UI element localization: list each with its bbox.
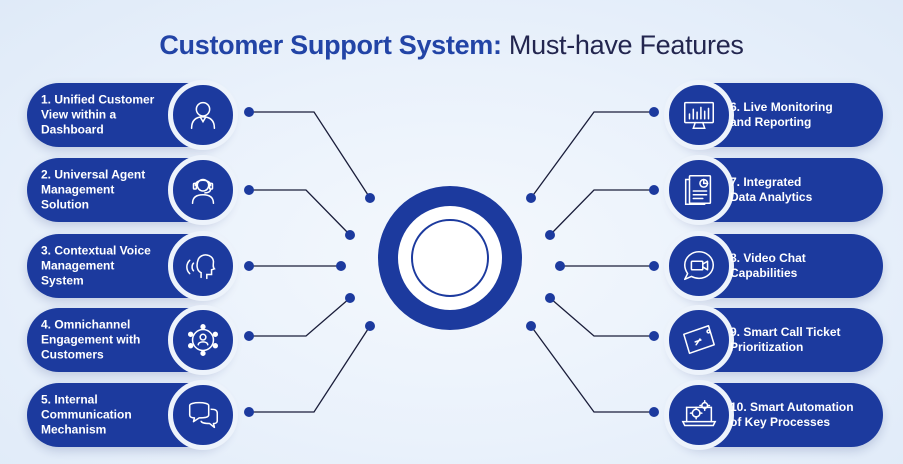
connector-dot <box>365 193 375 203</box>
feature-label-3: 3. Contextual Voice Management System <box>41 243 151 288</box>
connector-dot <box>244 185 254 195</box>
feature-card-8: 8. Video Chat Capabilities <box>664 231 883 301</box>
feature-card-1: 1. Unified Customer View within a Dashbo… <box>27 80 238 150</box>
connector-9 <box>549 297 654 337</box>
ticket-icon <box>664 305 734 375</box>
connector-dot <box>244 331 254 341</box>
analytics-report-icon <box>664 155 734 225</box>
headset-agent-icon <box>168 155 238 225</box>
feature-card-7: 7. Integrated Data Analytics <box>664 155 883 225</box>
connector-dot <box>545 293 555 303</box>
connector-5 <box>249 325 371 413</box>
connector-1 <box>249 111 371 199</box>
monitor-chart-icon <box>664 80 734 150</box>
title-strong: Customer Support System: <box>159 30 502 60</box>
voice-head-icon <box>168 231 238 301</box>
connector-dot <box>365 321 375 331</box>
connector-dot <box>345 293 355 303</box>
connector-dot <box>526 193 536 203</box>
feature-card-5: 5. Internal Communication Mechanism <box>27 380 238 450</box>
connector-dot <box>545 230 555 240</box>
connector-dot <box>345 230 355 240</box>
connector-dot <box>244 261 254 271</box>
feature-card-10: 10. Smart Automation of Key Processes <box>664 380 883 450</box>
connector-dot <box>649 331 659 341</box>
connector-7 <box>549 189 654 236</box>
feature-label-8: 8. Video Chat Capabilities <box>730 251 806 280</box>
connector-2 <box>249 189 351 236</box>
gear-laptop-icon <box>664 380 734 450</box>
connector-dot <box>649 407 659 417</box>
connector-10 <box>530 325 654 413</box>
connector-dot <box>336 261 346 271</box>
feature-label-10: 10. Smart Automation of Key Processes <box>730 400 854 429</box>
network-user-icon <box>168 305 238 375</box>
page-title: Customer Support System: Must-have Featu… <box>0 30 903 61</box>
feature-label-7: 7. Integrated Data Analytics <box>730 175 813 204</box>
connector-dot <box>649 185 659 195</box>
feature-label-9: 9. Smart Call Ticket Prioritization <box>730 325 841 354</box>
video-camera-icon <box>664 231 734 301</box>
connector-dot <box>244 407 254 417</box>
feature-card-3: 3. Contextual Voice Management System <box>27 231 238 301</box>
feature-label-6: 6. Live Monitoring and Reporting <box>730 100 833 129</box>
connector-6 <box>530 111 654 199</box>
user-profile-icon <box>168 80 238 150</box>
connector-dot <box>244 107 254 117</box>
hub-ring <box>411 219 489 297</box>
feature-label-1: 1. Unified Customer View within a Dashbo… <box>41 92 155 137</box>
feature-card-9: 9. Smart Call Ticket Prioritization <box>664 305 883 375</box>
chat-bubbles-icon <box>168 380 238 450</box>
feature-card-4: 4. Omnichannel Engagement with Customers <box>27 305 238 375</box>
feature-card-6: 6. Live Monitoring and Reporting <box>664 80 883 150</box>
feature-label-2: 2. Universal Agent Management Solution <box>41 167 146 212</box>
feature-card-2: 2. Universal Agent Management Solution <box>27 155 238 225</box>
feature-label-4: 4. Omnichannel Engagement with Customers <box>41 317 141 362</box>
connector-4 <box>249 297 351 337</box>
connector-dot <box>555 261 565 271</box>
title-light: Must-have Features <box>501 30 744 60</box>
connector-dot <box>649 107 659 117</box>
feature-label-5: 5. Internal Communication Mechanism <box>41 392 132 437</box>
connector-dot <box>526 321 536 331</box>
connector-dot <box>649 261 659 271</box>
